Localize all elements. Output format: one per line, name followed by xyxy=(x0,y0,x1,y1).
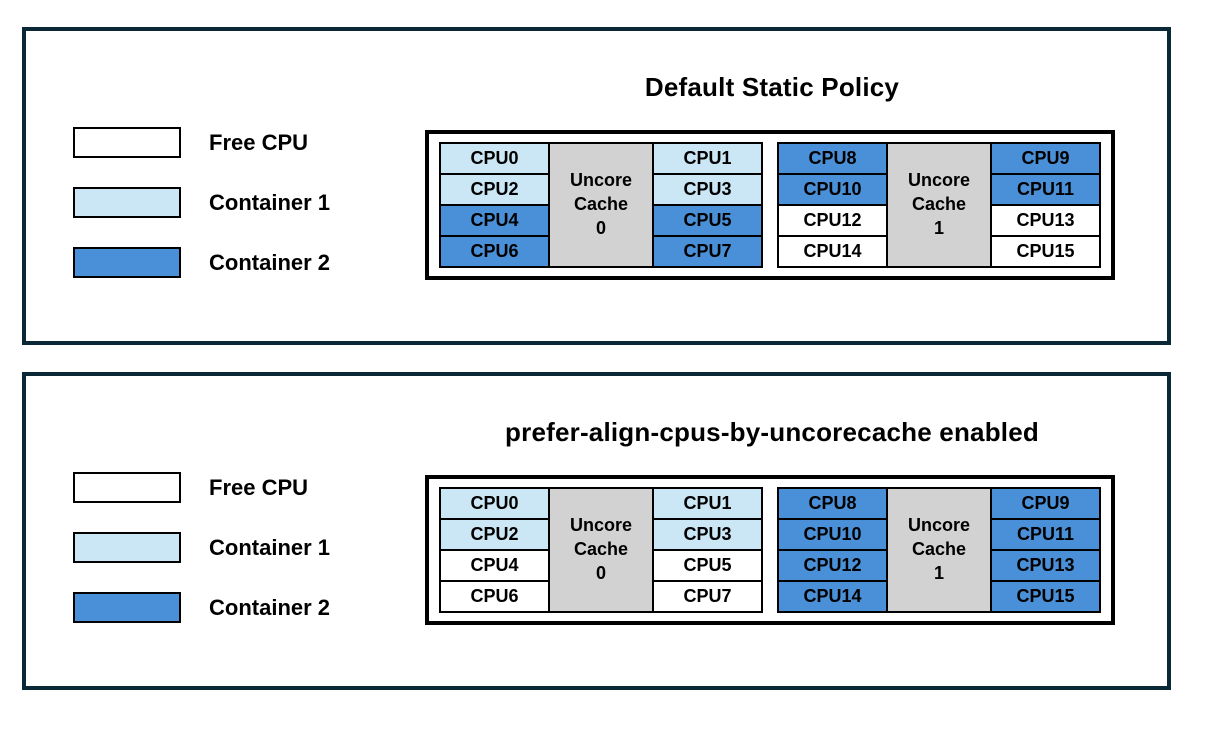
uncore-cache-line: Uncore xyxy=(907,515,970,536)
cpu-cell: CPU12 xyxy=(779,551,886,580)
legend-swatch-free xyxy=(73,127,181,158)
cpu-cell: CPU7 xyxy=(654,237,761,266)
uncore-cache-line: Uncore xyxy=(907,170,970,191)
uncore-cache-line: 0 xyxy=(595,562,606,583)
cpu-cell: CPU9 xyxy=(992,144,1099,173)
legend-item: Container 1 xyxy=(73,187,330,218)
cpu-cell: CPU2 xyxy=(441,520,548,549)
diagram-title: Default Static Policy xyxy=(644,72,900,102)
uncore-cache-group-1: CPU8 CPU10 CPU12 CPU14 Uncore Cache 1 CP… xyxy=(777,142,1101,268)
legend-item: Container 2 xyxy=(73,592,330,623)
cpu-cell: CPU0 xyxy=(441,144,548,173)
cpu-cell: CPU0 xyxy=(441,489,548,518)
legend-item: Container 2 xyxy=(73,247,330,278)
cpu-cell: CPU3 xyxy=(654,175,761,204)
diagram-area: Default Static Policy CPU0 CPU2 CPU4 CPU… xyxy=(425,71,1119,280)
legend-swatch-container2 xyxy=(73,247,181,278)
uncore-cache-box: Uncore Cache 1 xyxy=(888,489,990,611)
cpu-topology-diagram: CPU0 CPU2 CPU4 CPU6 Uncore Cache 0 CPU1 … xyxy=(425,130,1115,280)
legend-label: Free CPU xyxy=(209,129,309,155)
panel-prefer-align-cpus-by-uncorecache: Free CPU Container 1 Container 2 prefer-… xyxy=(22,372,1171,690)
uncore-cache-box: Uncore Cache 0 xyxy=(550,144,652,266)
uncore-cache-line: Cache xyxy=(573,194,629,215)
legend-item: Container 1 xyxy=(73,532,330,563)
cpu-cell: CPU10 xyxy=(779,520,886,549)
cpu-cell: CPU14 xyxy=(779,582,886,611)
cpu-topology-diagram: CPU0 CPU2 CPU4 CPU6 Uncore Cache 0 CPU1 … xyxy=(425,475,1115,625)
uncore-cache-line: 1 xyxy=(933,562,944,583)
cpu-cell: CPU4 xyxy=(441,551,548,580)
uncore-cache-line: 1 xyxy=(933,217,944,238)
cpu-cell: CPU15 xyxy=(992,237,1099,266)
legend-label: Free CPU xyxy=(209,474,309,500)
cpu-cell: CPU6 xyxy=(441,582,548,611)
cpu-cell: CPU4 xyxy=(441,206,548,235)
uncore-cache-line: Uncore xyxy=(569,515,632,536)
legend: Free CPU Container 1 Container 2 xyxy=(73,472,330,652)
uncore-cache-line: Cache xyxy=(911,539,967,560)
cpu-cell: CPU6 xyxy=(441,237,548,266)
legend-label: Container 2 xyxy=(209,594,331,620)
cpu-cell: CPU15 xyxy=(992,582,1099,611)
cpu-cell: CPU8 xyxy=(779,144,886,173)
diagram-area: prefer-align-cpus-by-uncorecache enabled… xyxy=(425,416,1119,625)
legend: Free CPU Container 1 Container 2 xyxy=(73,127,330,307)
cpu-cell: CPU1 xyxy=(654,144,761,173)
cpu-cell: CPU13 xyxy=(992,551,1099,580)
uncore-cache-line: 0 xyxy=(595,217,606,238)
cpu-cell: CPU1 xyxy=(654,489,761,518)
cpu-cell: CPU3 xyxy=(654,520,761,549)
cpu-cell: CPU13 xyxy=(992,206,1099,235)
uncore-cache-line: Uncore xyxy=(569,170,632,191)
cpu-cell: CPU12 xyxy=(779,206,886,235)
cpu-cell: CPU14 xyxy=(779,237,886,266)
legend-item: Free CPU xyxy=(73,472,330,503)
cpu-cell: CPU5 xyxy=(654,551,761,580)
uncore-cache-line: Cache xyxy=(911,194,967,215)
uncore-cache-box: Uncore Cache 0 xyxy=(550,489,652,611)
panel-default-static-policy: Free CPU Container 1 Container 2 Default… xyxy=(22,27,1171,345)
legend-swatch-container1 xyxy=(73,532,181,563)
legend-swatch-free xyxy=(73,472,181,503)
uncore-cache-box: Uncore Cache 1 xyxy=(888,144,990,266)
legend-swatch-container2 xyxy=(73,592,181,623)
cpu-cell: CPU8 xyxy=(779,489,886,518)
legend-label: Container 1 xyxy=(209,189,331,215)
cpu-cell: CPU5 xyxy=(654,206,761,235)
uncore-cache-line: Cache xyxy=(573,539,629,560)
uncore-cache-group-1: CPU8 CPU10 CPU12 CPU14 Uncore Cache 1 CP… xyxy=(777,487,1101,613)
legend-item: Free CPU xyxy=(73,127,330,158)
diagram-title: prefer-align-cpus-by-uncorecache enabled xyxy=(505,417,1039,447)
legend-swatch-container1 xyxy=(73,187,181,218)
cpu-cell: CPU11 xyxy=(992,520,1099,549)
cpu-cell: CPU11 xyxy=(992,175,1099,204)
cpu-cell: CPU7 xyxy=(654,582,761,611)
uncore-cache-group-0: CPU0 CPU2 CPU4 CPU6 Uncore Cache 0 CPU1 … xyxy=(439,487,763,613)
legend-label: Container 2 xyxy=(209,249,331,275)
legend-label: Container 1 xyxy=(209,534,331,560)
cpu-cell: CPU10 xyxy=(779,175,886,204)
cpu-cell: CPU9 xyxy=(992,489,1099,518)
uncore-cache-group-0: CPU0 CPU2 CPU4 CPU6 Uncore Cache 0 CPU1 … xyxy=(439,142,763,268)
cpu-cell: CPU2 xyxy=(441,175,548,204)
